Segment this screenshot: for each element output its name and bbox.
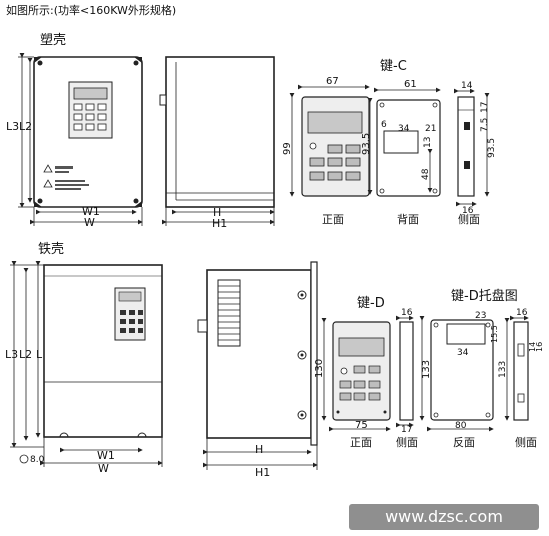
tray-d-v133: 133 bbox=[421, 360, 432, 379]
keypad-c-side-bottom: 16 bbox=[462, 206, 474, 216]
tray-d-side-top: 16 bbox=[516, 308, 528, 318]
tray-d-v23: 23 bbox=[475, 311, 486, 321]
keypad-c-front-height: 99 bbox=[282, 142, 293, 155]
iron-dim-H1: H1 bbox=[255, 466, 270, 479]
keypad-d-height: 130 bbox=[314, 359, 325, 378]
tray-d-side bbox=[513, 321, 529, 421]
keypad-c-front bbox=[301, 96, 370, 197]
keypad-c-side-17: 17 bbox=[480, 102, 490, 113]
plastic-dim-H: H bbox=[213, 206, 221, 219]
iron-hole-symbol bbox=[19, 454, 29, 464]
keypad-d-side-bottom: 17 bbox=[401, 425, 412, 435]
keypad-c-side-label: 侧面 bbox=[458, 213, 480, 226]
iron-dim-hole: 8.0 bbox=[30, 455, 45, 465]
keypad-d-side bbox=[399, 321, 414, 421]
keypad-c-title: 键-C bbox=[380, 59, 407, 74]
keypad-c-back-v21: 21 bbox=[425, 124, 436, 134]
plastic-dim-L2: L2 bbox=[19, 120, 32, 133]
tray-d-v80: 80 bbox=[455, 421, 467, 431]
watermark: www.dzsc.com bbox=[349, 504, 539, 530]
keypad-c-side-top: 14 bbox=[461, 81, 473, 91]
tray-d-side-label: 侧面 bbox=[515, 436, 537, 449]
keypad-c-front-width: 67 bbox=[326, 76, 339, 87]
keypad-c-front-label: 正面 bbox=[322, 213, 344, 226]
keypad-d-front bbox=[332, 321, 391, 421]
tray-d-title: 键-D托盘图 bbox=[451, 288, 518, 304]
iron-dim-W1: W1 bbox=[97, 449, 115, 462]
iron-dim-W: W bbox=[98, 462, 109, 475]
tray-d-v34: 34 bbox=[457, 348, 469, 358]
keypad-c-back-v13: 13 bbox=[423, 137, 433, 148]
tray-d-side-133: 133 bbox=[498, 361, 508, 378]
iron-dim-L3: L3 bbox=[5, 348, 18, 361]
keypad-d-title: 键-D bbox=[357, 296, 385, 311]
tray-d-back bbox=[430, 319, 494, 421]
keypad-c-back-v6: 6 bbox=[381, 120, 387, 130]
iron-side-view bbox=[197, 261, 318, 446]
plastic-title: 塑壳 bbox=[40, 33, 66, 48]
plastic-front-view bbox=[33, 56, 143, 208]
plastic-side-view bbox=[159, 56, 275, 208]
keypad-d-front-label: 正面 bbox=[350, 436, 372, 449]
tray-d-v15-5: 15.5 bbox=[490, 325, 499, 343]
tray-d-side-16: 16 bbox=[535, 342, 544, 352]
tray-d-side-14: 14 bbox=[528, 342, 537, 352]
keypad-d-width: 75 bbox=[355, 420, 368, 431]
keypad-c-side bbox=[457, 96, 475, 197]
plastic-dim-H1: H1 bbox=[212, 217, 227, 230]
keypad-c-back bbox=[376, 99, 441, 197]
keypad-c-side-93-5: 93.5 bbox=[487, 138, 497, 158]
iron-title: 铁壳 bbox=[38, 242, 64, 257]
tray-d-back-label: 反面 bbox=[453, 436, 475, 449]
keypad-c-back-v48: 48 bbox=[421, 168, 431, 180]
keypad-d-side-label: 侧面 bbox=[396, 436, 418, 449]
keypad-c-back-width: 61 bbox=[404, 79, 417, 90]
plastic-dim-W1: W1 bbox=[82, 205, 100, 218]
iron-dim-L2: L2 bbox=[19, 348, 32, 361]
iron-dim-L: L bbox=[36, 348, 43, 361]
keypad-c-back-v34: 34 bbox=[398, 124, 410, 134]
plastic-dim-W: W bbox=[84, 216, 95, 229]
keypad-c-back-height: 93.5 bbox=[361, 133, 372, 155]
iron-dim-H: H bbox=[255, 443, 263, 456]
keypad-c-back-label: 背面 bbox=[397, 212, 419, 226]
keypad-d-side-top: 16 bbox=[401, 308, 413, 318]
iron-front-view bbox=[43, 264, 163, 438]
plastic-dim-L3: L3 bbox=[6, 120, 19, 133]
keypad-c-side-7-5: 7.5 bbox=[480, 118, 490, 132]
caption: 如图所示:(功率<160KW外形规格) bbox=[6, 4, 177, 17]
